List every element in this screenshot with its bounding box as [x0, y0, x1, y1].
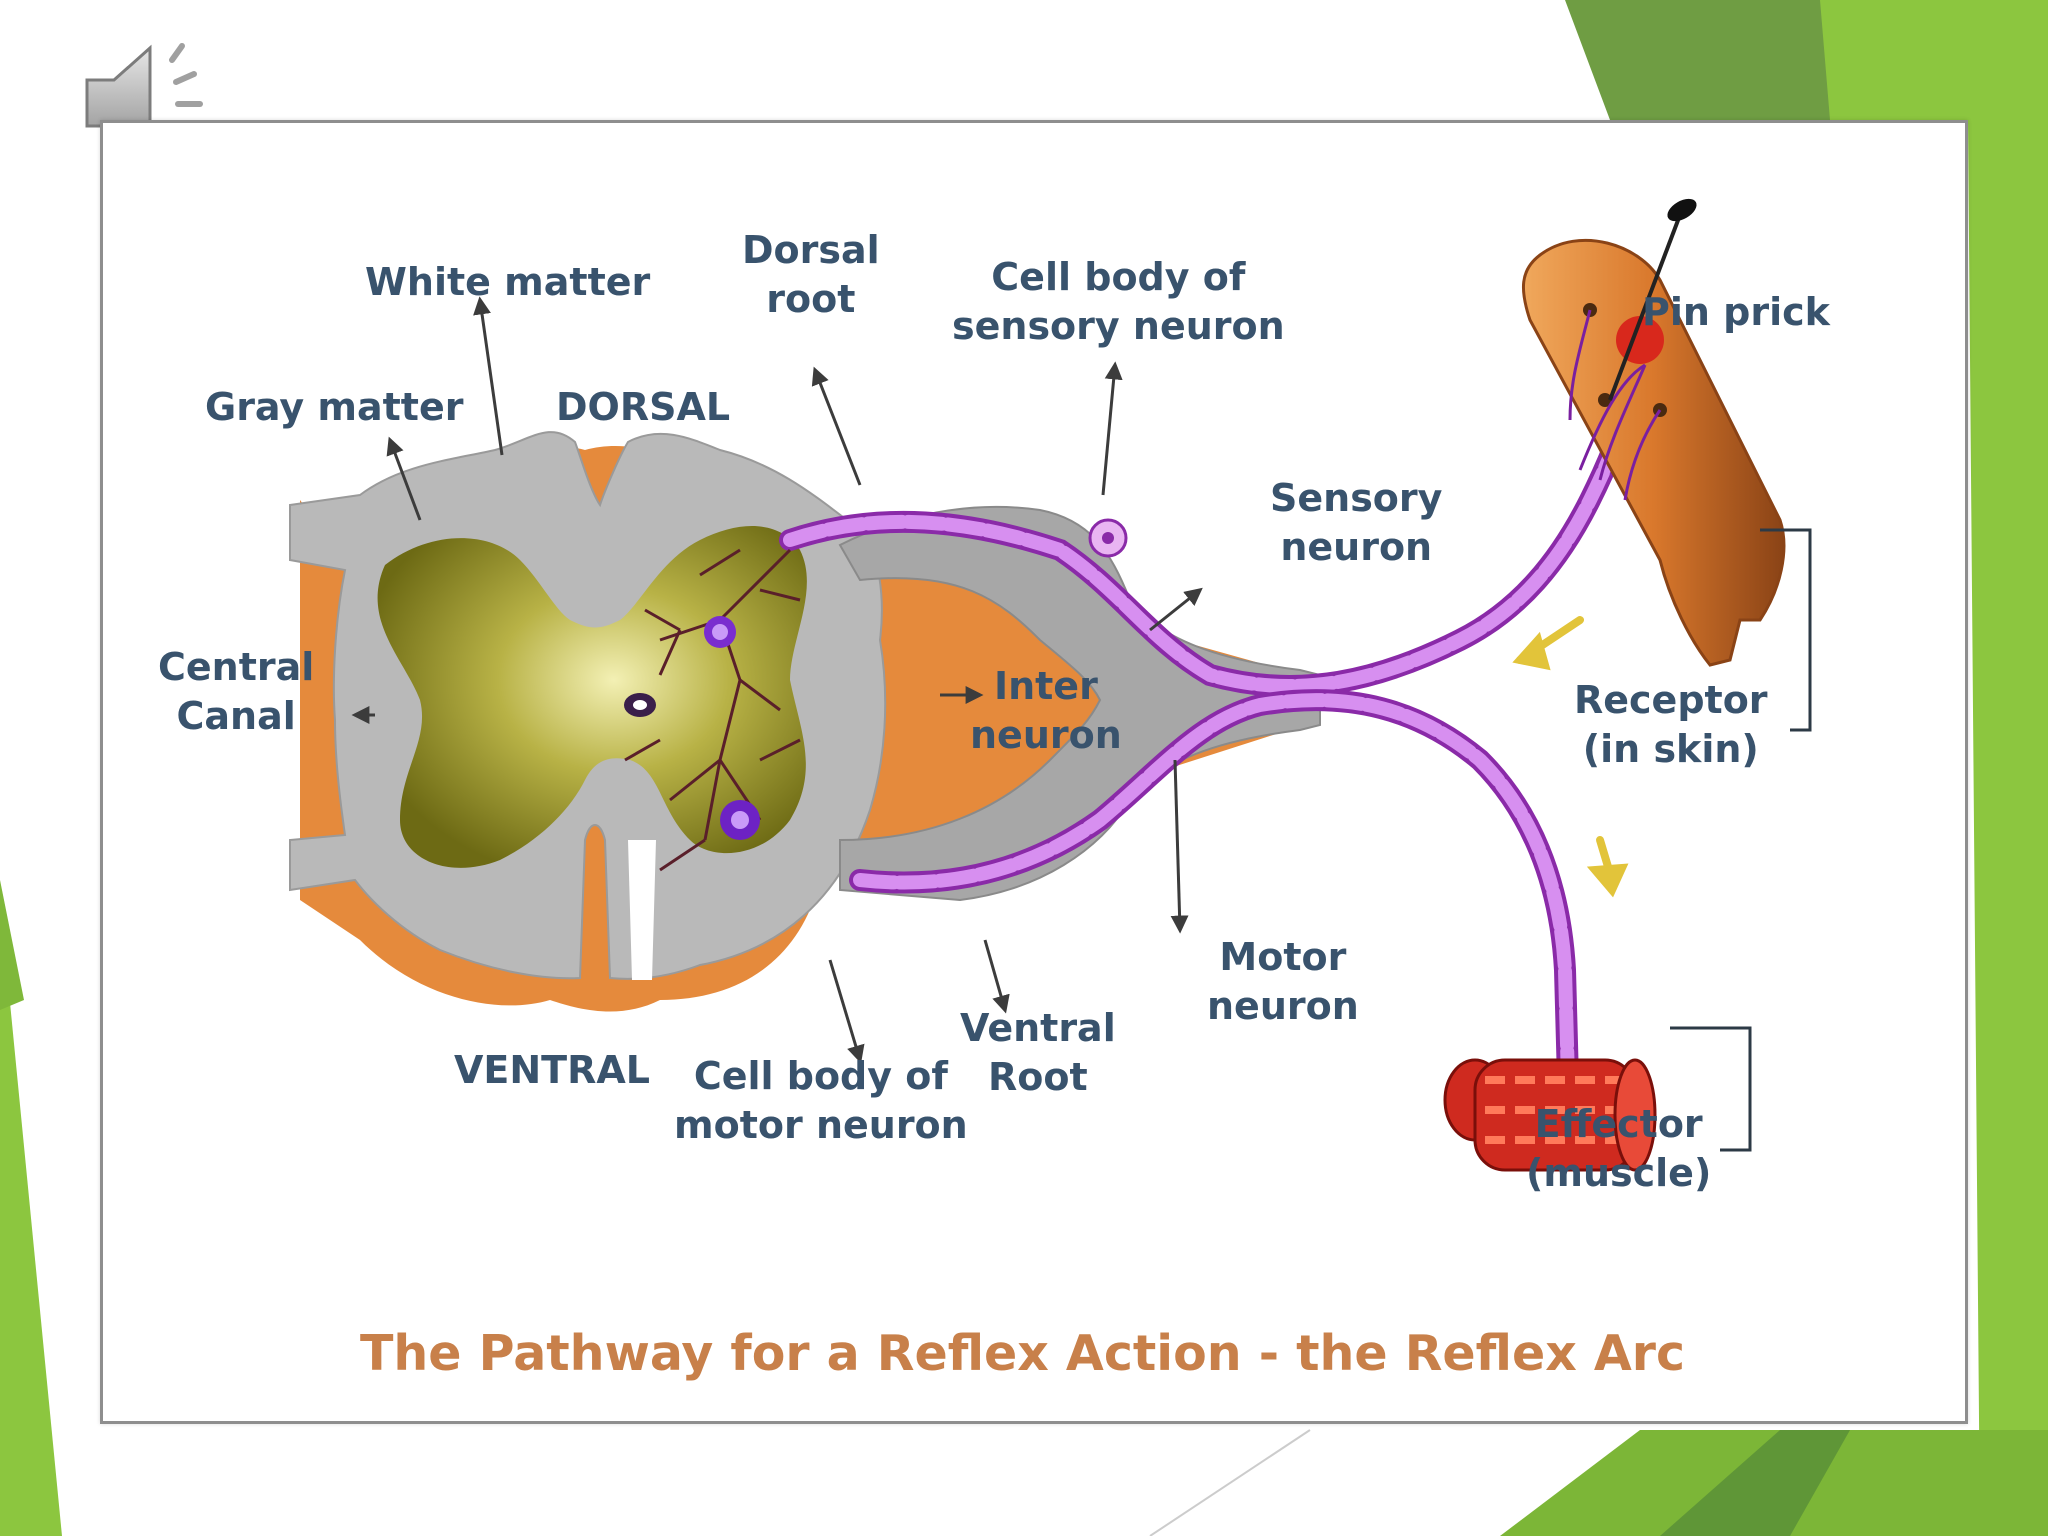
- label-brackets: [1670, 528, 1812, 1152]
- leader-lines: [351, 296, 1203, 1064]
- slide-accent-line: [1149, 1429, 1311, 1536]
- reflex-arc-diagram: [289, 198, 1812, 1172]
- label-dorsal: DORSAL: [556, 385, 731, 429]
- label-pin-prick: Pin prick: [1642, 290, 1830, 334]
- pin: [1608, 198, 1697, 401]
- diagram-caption: The Pathway for a Reflex Action - the Re…: [360, 1325, 1686, 1382]
- label-receptor: Receptor(in skin): [1574, 678, 1768, 772]
- ventral-fissure: [628, 840, 656, 980]
- muscle-effector: [1443, 1058, 1657, 1172]
- label-ventral: VENTRAL: [454, 1048, 650, 1092]
- impulse-direction-arrows: [1512, 616, 1629, 898]
- top-right-green-band: [1820, 0, 2048, 1536]
- sensory-neuron: [779, 354, 1656, 698]
- left-green-band-2: [0, 880, 24, 1010]
- label-effector: Effector(muscle): [1526, 1102, 1712, 1196]
- left-green-band: [0, 900, 62, 1536]
- bottom-right-dark-band: [1660, 1430, 1850, 1536]
- label-white-matter: White matter: [365, 260, 651, 304]
- gray-matter: [377, 526, 807, 868]
- label-gray-matter: Gray matter: [205, 385, 464, 429]
- skin-receptor: [1521, 238, 1786, 667]
- motor-neuron: [849, 689, 1579, 1091]
